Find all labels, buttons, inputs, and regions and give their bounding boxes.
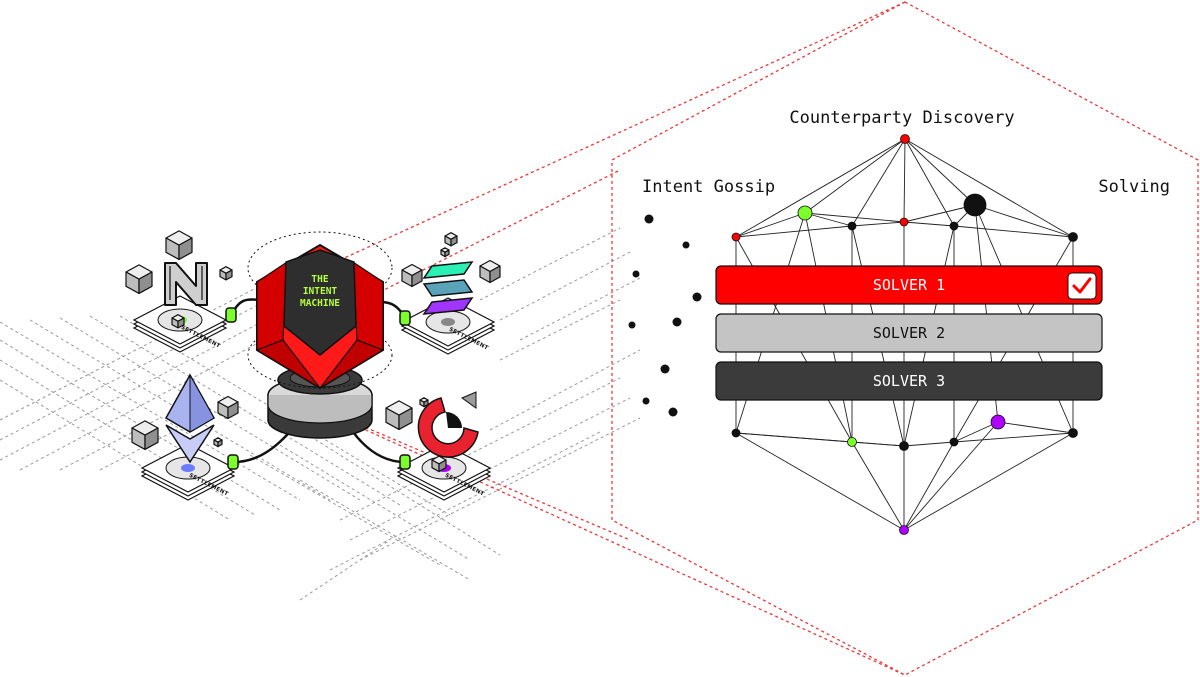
- cube-icon: [125, 264, 153, 295]
- network-nodes: [731, 134, 1078, 535]
- network-edge: [953, 421, 999, 443]
- gossip-dot: [692, 292, 702, 302]
- gossip-dot: [672, 317, 682, 327]
- network-edge: [904, 138, 955, 227]
- network-node: [900, 134, 910, 144]
- network-node: [1068, 428, 1078, 438]
- solver-3-label: SOLVER 3: [873, 372, 945, 390]
- network-edge: [903, 421, 999, 531]
- network-edge: [953, 225, 1074, 238]
- solver-1-label: SOLVER 1: [873, 276, 945, 294]
- network-edge: [735, 432, 905, 531]
- network-edge: [953, 432, 1074, 443]
- machine-title-line3: MACHINE: [300, 298, 340, 309]
- network-node: [731, 428, 741, 438]
- cube-icon: [219, 266, 233, 281]
- network-edge: [997, 421, 1074, 434]
- cube-icon: [444, 232, 458, 247]
- solving-label: Solving: [1098, 177, 1170, 197]
- network-node: [847, 221, 857, 231]
- network-edge: [903, 204, 976, 223]
- network-node: [949, 437, 959, 447]
- network-edge: [851, 221, 905, 227]
- machine-screen: [283, 249, 357, 356]
- machine-title-line2: INTENT: [303, 286, 338, 297]
- zoom-connector-lines: [299, 1, 906, 676]
- counterparty-discovery-label: Counterparty Discovery: [789, 108, 1014, 128]
- settlement-platform: SETTLEMENT: [140, 443, 236, 501]
- network-edge: [851, 138, 906, 227]
- cube-icon: [385, 400, 413, 431]
- cube-icon: [479, 259, 501, 284]
- zoom-hexagon: [611, 1, 1199, 676]
- cube-icon: [401, 263, 423, 288]
- network-edge: [804, 212, 853, 227]
- cube-icon: [165, 230, 193, 261]
- network-edge: [735, 212, 806, 238]
- solana-logo-icon: [422, 261, 474, 315]
- gossip-dot: [682, 241, 690, 249]
- network-edge: [804, 138, 906, 214]
- cube-icon: [213, 437, 223, 448]
- network-node: [797, 205, 813, 221]
- network-node: [899, 525, 909, 535]
- network-edge: [904, 138, 976, 206]
- gossip-dot: [642, 397, 650, 405]
- solver-3-bar[interactable]: SOLVER 3: [715, 361, 1103, 401]
- gossip-dot: [668, 407, 678, 417]
- cube-icon: [171, 314, 185, 329]
- solver-1-bar[interactable]: SOLVER 1: [715, 265, 1103, 305]
- intent-gossip-label: Intent Gossip: [642, 177, 775, 197]
- red-ring-logo-icon: [417, 391, 479, 458]
- network-node: [949, 221, 959, 231]
- decorative-cubes: [125, 230, 501, 473]
- network-edge: [903, 432, 1074, 531]
- ethereum-logo-icon: [164, 373, 216, 464]
- network-edge: [903, 441, 955, 531]
- gossip-dot: [660, 364, 670, 374]
- check-icon: [1067, 272, 1097, 300]
- network-edge: [851, 441, 905, 531]
- cube-icon: [440, 247, 450, 258]
- network-node: [731, 232, 741, 242]
- network-edge: [903, 138, 906, 223]
- network-edge: [903, 221, 955, 227]
- network-node: [963, 193, 987, 217]
- network-edge: [974, 204, 1074, 238]
- network-edge: [735, 138, 906, 238]
- intent-machine: THE INTENT MACHINE: [247, 231, 393, 390]
- network-edge: [735, 432, 905, 447]
- cube-icon: [217, 395, 239, 420]
- network-edge: [904, 138, 1074, 238]
- network-node: [847, 437, 857, 447]
- network-node: [899, 441, 909, 451]
- cube-icon: [419, 397, 429, 408]
- network-node: [990, 414, 1006, 430]
- network-edge: [735, 225, 853, 238]
- network-node: [899, 217, 909, 227]
- cube-icon: [431, 455, 447, 473]
- network-edge: [903, 441, 955, 447]
- gossip-dot: [632, 270, 640, 278]
- gossip-dots: [628, 214, 702, 417]
- machine-orbit-top: [247, 231, 393, 305]
- cable-connectors: [225, 307, 411, 470]
- solver-2-bar[interactable]: SOLVER 2: [715, 313, 1103, 353]
- gossip-dot: [644, 214, 654, 224]
- solver-2-label: SOLVER 2: [873, 324, 945, 342]
- near-logo-icon: [164, 262, 208, 306]
- machine-title-line1: THE: [311, 274, 328, 285]
- gossip-dot: [628, 321, 636, 329]
- cube-icon: [131, 420, 159, 451]
- network-edge: [804, 212, 905, 223]
- network-node: [1068, 232, 1078, 242]
